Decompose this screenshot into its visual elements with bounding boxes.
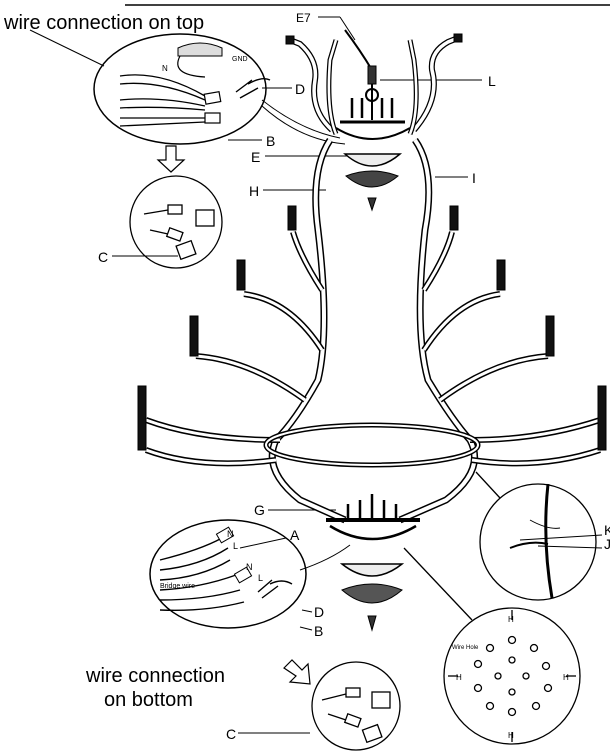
callout-g: G <box>254 502 265 518</box>
heading-top: wire connection on top <box>3 12 204 34</box>
plier-icon-bottom <box>257 579 293 599</box>
connector-detail-top <box>129 175 223 269</box>
callout-e7: E7 <box>296 11 311 25</box>
h-mark-left: H <box>456 673 462 682</box>
callout-j: J <box>604 536 610 552</box>
connector-detail-bottom <box>311 661 401 751</box>
h-mark-right: H <box>563 673 569 682</box>
callout-l-top: L <box>488 73 496 89</box>
ceiling-canopy <box>177 42 223 57</box>
callout-b-top: B <box>266 133 275 149</box>
wire-hole-detail: Wire Hole H H H H <box>403 547 581 745</box>
callout-b-bottom: B <box>314 623 323 639</box>
gnd-label: GND <box>232 56 248 63</box>
down-arrow-icon-top <box>156 145 186 173</box>
heading-bottom-line1: wire connection <box>85 665 225 687</box>
bottom-inset-ellipse <box>149 519 307 629</box>
h-mark-top: H <box>508 615 514 624</box>
callout-k: K <box>604 522 610 538</box>
callout-h: H <box>249 183 259 199</box>
lower-bowl <box>339 563 405 577</box>
arm-joint-detail <box>475 471 603 601</box>
callout-d-bottom: D <box>314 604 324 620</box>
callout-a: A <box>290 527 300 543</box>
callout-i: I <box>472 170 476 186</box>
heading-bottom-line2: on bottom <box>104 689 193 711</box>
callout-e: E <box>251 149 260 165</box>
upper-bowl <box>343 153 403 167</box>
n-label-bottom-b: N <box>246 562 253 572</box>
n-label-bottom-a: N <box>227 529 234 539</box>
candle-sockets <box>137 33 607 451</box>
bottom-wire-inset: N L N L Bridge wire <box>149 519 351 629</box>
callout-c-top: C <box>98 249 108 265</box>
top-inset-ellipse <box>93 33 267 145</box>
callout-c-bottom: C <box>226 726 236 742</box>
callout-d-top: D <box>295 81 305 97</box>
top-wire-inset: GND N <box>93 33 346 145</box>
l-label-bottom-a: L <box>233 541 238 551</box>
n-label-top: N <box>162 64 168 73</box>
down-arrow-icon-bottom <box>283 659 311 685</box>
l-label-bottom-b: L <box>258 573 263 583</box>
wire-hole-label: Wire Hole <box>452 645 479 651</box>
plier-icon-top <box>235 77 271 99</box>
h-mark-bottom: H <box>508 731 514 740</box>
chandelier-frame <box>144 29 601 632</box>
bridge-wire-label: Bridge wire <box>160 583 195 590</box>
top-heading-pointer <box>29 29 105 67</box>
